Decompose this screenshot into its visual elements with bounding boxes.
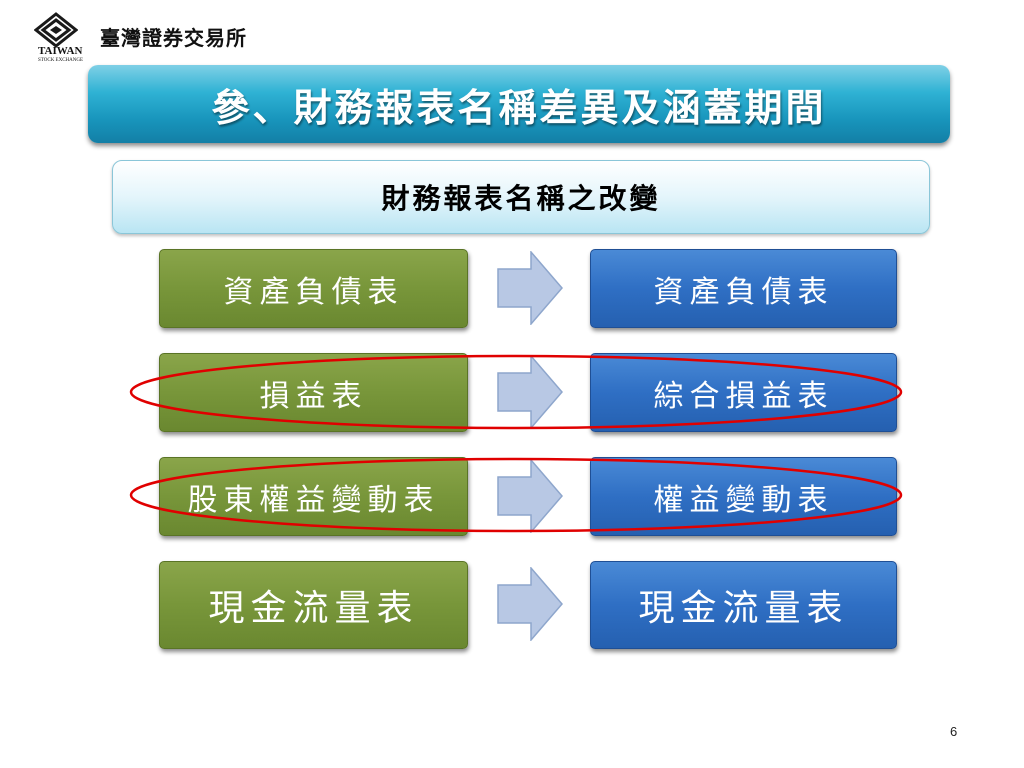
old-statement-balance-sheet: 資產負債表 (159, 249, 468, 328)
new-statement-equity-changes: 權益變動表 (590, 457, 897, 536)
new-statement-label: 權益變動表 (653, 482, 834, 518)
page-number: 6 (950, 724, 958, 739)
title-bar: 參、財務報表名稱差異及涵蓋期間 (88, 65, 950, 143)
old-statement-label: 現金流量表 (208, 588, 419, 629)
old-statement-cash-flow: 現金流量表 (159, 561, 468, 649)
new-statement-label: 綜合損益表 (653, 378, 834, 414)
taiwan-stock-exchange-logo-icon (34, 12, 78, 48)
logo-chinese-name: 臺灣證券交易所 (100, 26, 247, 50)
logo-english-name: TAIWAN STOCK EXCHANGE (38, 46, 83, 64)
logo-english-main: TAIWAN (38, 45, 83, 57)
new-statement-label: 現金流量表 (638, 588, 849, 629)
arrow-right-icon (497, 459, 563, 533)
old-statement-label: 資產負債表 (223, 274, 404, 310)
arrow-right-icon (497, 251, 563, 325)
new-statement-comprehensive-income: 綜合損益表 (590, 353, 897, 432)
slide-subtitle: 財務報表名稱之改變 (381, 182, 661, 215)
old-statement-label: 損益表 (259, 378, 368, 414)
old-statement-equity-changes: 股東權益變動表 (159, 457, 468, 536)
old-statement-label: 股東權益變動表 (187, 482, 440, 518)
logo-english-sub: STOCK EXCHANGE (38, 58, 84, 63)
arrow-right-icon (497, 567, 563, 641)
new-statement-cash-flow: 現金流量表 (590, 561, 897, 649)
new-statement-label: 資產負債表 (653, 274, 834, 310)
old-statement-income: 損益表 (159, 353, 468, 432)
slide-title: 參、財務報表名稱差異及涵蓋期間 (211, 84, 827, 130)
arrow-right-icon (497, 355, 563, 429)
subtitle-box: 財務報表名稱之改變 (112, 160, 930, 234)
new-statement-balance-sheet: 資產負債表 (590, 249, 897, 328)
